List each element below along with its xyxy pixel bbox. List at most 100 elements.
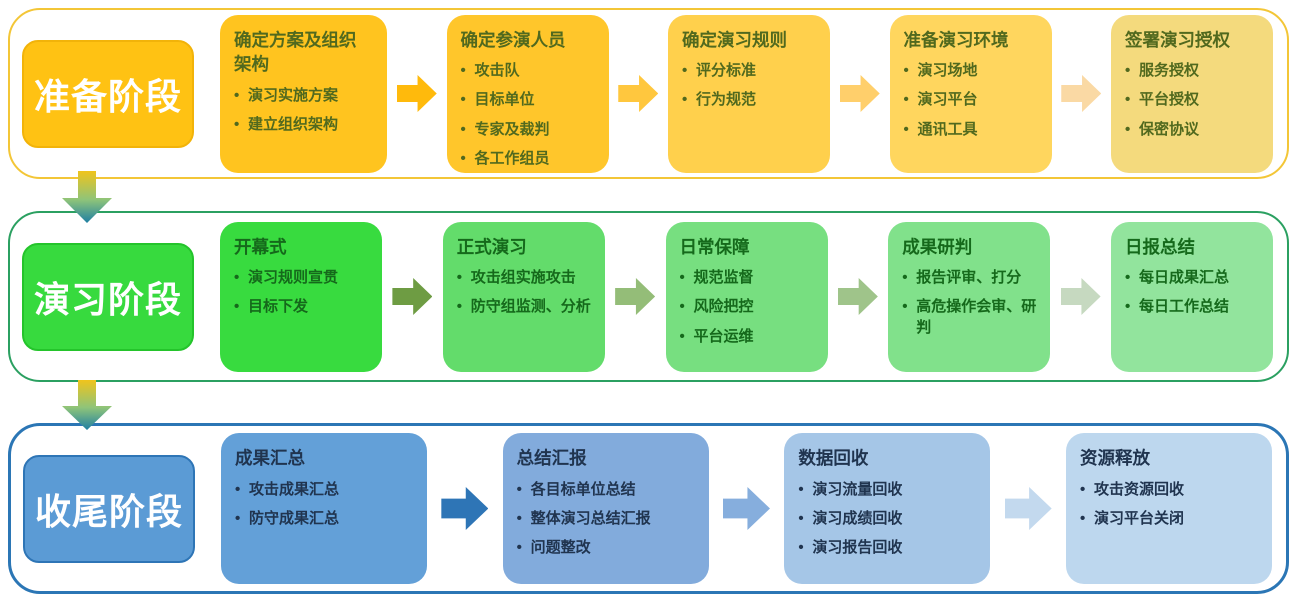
phase-1-step-5-card: 签署演习授权•服务授权•平台授权•保密协议 xyxy=(1111,14,1273,173)
phase-row-preparation: 准备阶段 确定方案及组织架构•演习实施方案•建立组织架构确定参演人员•攻击队•目… xyxy=(8,8,1289,179)
bullet-text: 平台授权 xyxy=(1139,91,1200,109)
step-title: 确定演习规则 xyxy=(682,29,787,50)
bullet-text: 行为规范 xyxy=(696,91,757,109)
step-title: 日常保障 xyxy=(679,236,750,257)
right-arrow-icon xyxy=(396,75,437,112)
right-arrow-icon xyxy=(837,278,878,315)
bullet-dot-icon: • xyxy=(679,298,685,316)
step-bullet: •演习流量回收 xyxy=(798,480,976,500)
bullet-text: 目标单位 xyxy=(474,91,535,109)
bullet-text: 建立组织架构 xyxy=(248,115,339,133)
step-bullet: •每日工作总结 xyxy=(1125,297,1259,317)
bullet-text: 通讯工具 xyxy=(917,120,978,138)
step-bullet: •风险把控 xyxy=(680,297,814,317)
step-bullet: •服务授权 xyxy=(1125,61,1259,81)
phase-1-step-3-card: 确定演习规则•评分标准•行为规范 xyxy=(668,14,830,173)
arrow-zone xyxy=(828,278,889,315)
step-bullet: •问题整改 xyxy=(517,538,695,558)
bullet-dot-icon: • xyxy=(679,327,685,345)
phase-3-step-4-card: 资源释放•攻击资源回收•演习平台关闭 xyxy=(1066,433,1273,584)
bullet-dot-icon: • xyxy=(460,149,466,167)
bullet-dot-icon: • xyxy=(456,298,463,316)
bullet-dot-icon: • xyxy=(460,120,466,138)
step-title: 成果汇总 xyxy=(235,448,305,468)
step-title: 确定方案及组织架构 xyxy=(234,29,357,75)
right-arrow-icon xyxy=(723,487,770,530)
phase-1-step-2-card: 确定参演人员•攻击队•目标单位•专家及裁判•各工作组员 xyxy=(446,14,609,173)
step-bullet: •演习成绩回收 xyxy=(798,509,976,529)
step-bullet: •建立组织架构 xyxy=(234,115,373,135)
bullet-dot-icon: • xyxy=(1125,120,1131,138)
arrow-zone xyxy=(605,278,666,315)
step-title: 成果研判 xyxy=(902,236,973,257)
step-bullet: •攻击队 xyxy=(461,61,595,81)
step-bullet: •攻击成果汇总 xyxy=(235,480,413,500)
arrow-zone xyxy=(1052,75,1112,112)
phase-label-preparation: 准备阶段 xyxy=(22,39,194,148)
bullet-dot-icon: • xyxy=(1125,269,1131,286)
bullet-text: 报告评审、打分 xyxy=(916,269,1022,286)
phase-1-step-1-card: 确定方案及组织架构•演习实施方案•建立组织架构 xyxy=(220,14,387,173)
arrow-zone xyxy=(709,487,785,530)
bullet-dot-icon: • xyxy=(234,269,240,286)
phase-track-preparation: 确定方案及组织架构•演习实施方案•建立组织架构确定参演人员•攻击队•目标单位•专… xyxy=(220,10,1273,177)
bullet-text: 每日成果汇总 xyxy=(1139,269,1230,286)
phase-label-exercise: 演习阶段 xyxy=(22,242,194,351)
step-title: 日报总结 xyxy=(1125,236,1195,257)
bullet-text: 规范监督 xyxy=(693,269,754,286)
bullet-dot-icon: • xyxy=(1080,480,1086,498)
step-bullet: •演习场地 xyxy=(904,61,1038,81)
step-bullet: • 每日成果汇总 xyxy=(1125,268,1259,288)
arrow-zone xyxy=(387,75,447,112)
step-bullet: • 演习报告回收 xyxy=(798,538,976,558)
step-title: 数据回收 xyxy=(798,448,869,468)
step-bullet: • 保密协议 xyxy=(1125,120,1259,140)
bullet-dot-icon: • xyxy=(798,480,804,498)
bullet-dot-icon: • xyxy=(682,91,688,109)
bullet-text: 演习报告回收 xyxy=(812,539,903,556)
bullet-dot-icon: • xyxy=(1080,509,1086,527)
step-bullet: •平台运维 xyxy=(680,327,814,347)
step-bullet: •各目标单位总结 xyxy=(517,480,695,500)
bullet-text: 演习场地 xyxy=(917,62,978,79)
bullet-dot-icon: • xyxy=(798,539,804,556)
bullet-dot-icon: • xyxy=(1125,91,1131,109)
right-arrow-icon xyxy=(1061,75,1102,112)
bullet-text: 高危操作会审、研判 xyxy=(916,298,1037,336)
arrow-zone xyxy=(382,278,443,315)
bullet-dot-icon: • xyxy=(234,298,240,316)
right-arrow-icon xyxy=(392,278,433,315)
step-bullet: •演习规则宣贯 xyxy=(234,268,368,288)
step-bullet: •评分标准 xyxy=(682,61,816,81)
bullet-dot-icon: • xyxy=(516,480,522,498)
bullet-dot-icon: • xyxy=(460,62,466,79)
bullet-dot-icon: • xyxy=(902,298,908,316)
bullet-text: 保密协议 xyxy=(1139,120,1200,138)
phase-track-closing: 成果汇总•攻击成果汇总•防守成果汇总总结汇报•各目标单位总结•整体演习总结汇报•… xyxy=(221,426,1273,591)
step-bullet: •通讯工具 xyxy=(904,120,1038,140)
step-bullet: • 高危操作会审、研判 xyxy=(902,297,1036,338)
phase-3-step-1-card: 成果汇总•攻击成果汇总•防守成果汇总 xyxy=(221,433,427,584)
step-bullet: •各工作组员 xyxy=(461,149,595,169)
phase-2-step-4-card: 成果研判 • 报告评审、打分 • 高危操作会审、研判 xyxy=(888,221,1051,372)
arrow-zone xyxy=(427,487,503,530)
arrow-zone xyxy=(1050,278,1111,315)
arrow-zone xyxy=(609,75,669,112)
step-bullet: •防守组监测、分析 xyxy=(457,297,591,317)
step-bullet: •规范监督 xyxy=(680,268,814,288)
bullet-text: 演习实施方案 xyxy=(248,86,339,104)
bullet-dot-icon: • xyxy=(682,62,688,79)
step-bullet: • 目标下发 xyxy=(234,297,368,317)
step-bullet: • 平台授权 xyxy=(1125,90,1259,110)
bullet-text: 目标下发 xyxy=(248,298,309,316)
right-arrow-icon xyxy=(839,75,880,112)
bullet-text: 问题整改 xyxy=(530,539,591,556)
bullet-dot-icon: • xyxy=(235,480,241,498)
phase-row-exercise: 演习阶段 开幕式•演习规则宣贯•目标下发正式演习•攻击组实施攻击•防守组监测、分… xyxy=(8,211,1289,382)
step-bullet: •目标单位 xyxy=(461,90,595,110)
step-bullet: •演习平台 xyxy=(904,90,1038,110)
bullet-text: 演习平台关闭 xyxy=(1094,509,1185,527)
step-title: 资源释放 xyxy=(1080,448,1151,468)
arrow-zone xyxy=(830,75,890,112)
